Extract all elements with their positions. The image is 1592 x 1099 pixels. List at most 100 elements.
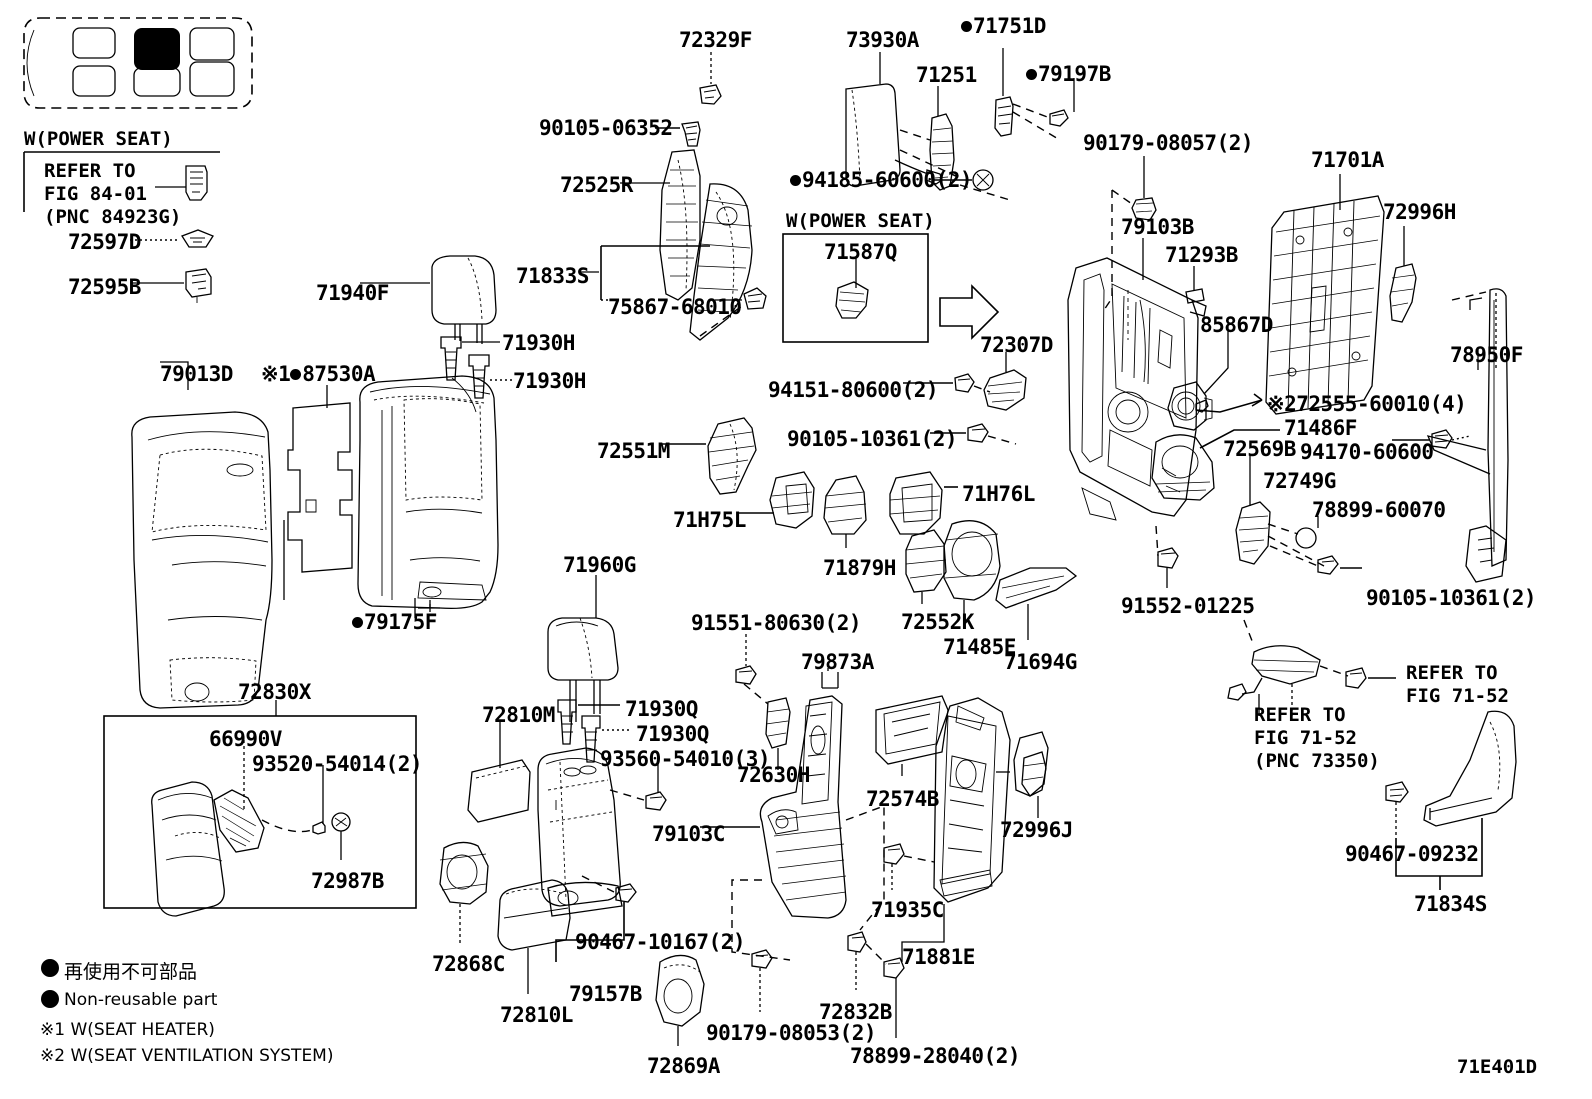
part-number-text: 87530A <box>302 362 376 386</box>
part-label-72869A: 72869A <box>647 1054 720 1078</box>
note-ref: ※1 <box>261 362 291 386</box>
part-label-79157B: 79157B <box>569 982 642 1006</box>
nut-94151-80600 <box>903 373 991 393</box>
part-label-72525R: 72525R <box>560 173 633 197</box>
cover-72996H <box>1389 226 1417 323</box>
refer-box-pnc-73350: REFER TO FIG 71-52 (PNC 73350) <box>1254 704 1380 773</box>
trim-71H75L <box>738 471 815 529</box>
part-label-91552-01225: 91552-01225 <box>1121 594 1255 618</box>
part-label-78950F: 78950F <box>1450 343 1523 367</box>
part-number-text: 79175F <box>364 610 437 634</box>
part-label-90179-080532: 90179-08053(2) <box>706 1021 877 1045</box>
seat-frame-79103B <box>1067 238 1207 521</box>
trim-71879H <box>823 475 867 548</box>
part-number-text: 94185-60600(2) <box>802 168 973 192</box>
bracket-71833S-group <box>580 245 767 337</box>
part-label-71930Q: 71930Q <box>636 722 709 746</box>
power-seat-box-center-graphic <box>782 233 929 343</box>
part-label-72597D: 72597D <box>68 230 141 254</box>
part-label-71935C: 71935C <box>871 898 944 922</box>
part-label-90467-09232: 90467-09232 <box>1345 842 1479 866</box>
part-number-text: 79197B <box>1038 62 1111 86</box>
headrest-71960G <box>547 575 619 722</box>
cap-72868C <box>439 841 489 944</box>
part-label-272555-600104: ※272555-60010(4) <box>1267 392 1467 416</box>
part-label-94170-60600: 94170-60600 <box>1300 440 1434 464</box>
trim-72552K <box>905 529 947 604</box>
part-label-93560-540103: 93560-54010(3) <box>600 747 771 771</box>
clip-72329F <box>699 52 722 105</box>
panel-72574B <box>875 695 949 776</box>
part-label-66990V: 66990V <box>209 727 282 751</box>
part-label-71751D: 71751D <box>961 14 1046 38</box>
nonreusable-marker-icon <box>352 617 363 628</box>
part-label-79103B: 79103B <box>1121 215 1194 239</box>
legend-note-2: ※2 W(SEAT VENTILATION SYSTEM) <box>40 1046 334 1066</box>
seat-back-pad-79175F <box>357 375 499 618</box>
clip-72630H <box>743 683 791 770</box>
panel-72996J <box>901 697 1011 962</box>
power-seat-bracket-left <box>23 151 220 303</box>
part-label-72749G: 72749G <box>1263 469 1336 493</box>
armrest-pad-72810M <box>467 722 531 823</box>
part-label-71940F: 71940F <box>316 281 389 305</box>
part-label-71H76L: 71H76L <box>962 482 1035 506</box>
clip-72869A <box>655 954 705 1046</box>
grommet-72832B <box>847 931 867 990</box>
nut-90179-08053 <box>751 949 773 1012</box>
part-label-71485E: 71485E <box>943 635 1016 659</box>
bolt-90105-10361-center <box>930 423 1017 445</box>
part-label-71930H: 71930H <box>513 369 586 393</box>
trim-71694G <box>995 567 1078 640</box>
part-label-71833S: 71833S <box>516 264 589 288</box>
hinge-71251 <box>899 86 955 191</box>
part-label-79103C: 79103C <box>652 822 725 846</box>
refer-box-upper-right: REFER TO FIG 71-52 <box>1406 662 1509 708</box>
screw-78899-28040 <box>865 943 905 1038</box>
bracket-72307D <box>983 352 1027 411</box>
armrest-72810L <box>537 747 623 917</box>
bracket-71881E <box>1013 731 1049 797</box>
marker-79873A <box>821 656 839 689</box>
module-73930A <box>845 52 961 187</box>
armrest-inset-box <box>103 700 417 917</box>
part-label-72987B: 72987B <box>311 869 384 893</box>
legend-dot-jp <box>41 959 59 977</box>
part-label-91551-806302: 91551-80630(2) <box>691 611 862 635</box>
part-label-72329F: 72329F <box>679 28 752 52</box>
screw-91552-01225 <box>1155 525 1179 588</box>
nonreusable-marker-icon <box>961 21 972 32</box>
legend-nonreusable-en: Non-reusable part <box>64 990 218 1010</box>
part-label-79175F: 79175F <box>352 610 437 634</box>
cap-72996J-piece <box>1021 751 1047 818</box>
part-label-71486F: 71486F <box>1284 416 1357 440</box>
part-label-79873A: 79873A <box>801 650 874 674</box>
clip-71751D <box>994 48 1061 141</box>
part-label-90105-103612: 90105-10361(2) <box>787 427 958 451</box>
nut-91551-80630 <box>735 634 757 685</box>
screw-71935C <box>883 843 935 890</box>
part-label-72551M: 72551M <box>597 439 670 463</box>
power-seat-refer-lines-left: REFER TO FIG 84-01 (PNC 84923G) <box>44 160 182 229</box>
trim-71485E <box>943 520 1001 628</box>
part-number-text: 71751D <box>973 14 1046 38</box>
part-label-71930H: 71930H <box>502 331 575 355</box>
part-label-90105-06352: 90105-06352 <box>539 116 673 140</box>
nonreusable-marker-icon <box>290 369 302 380</box>
pad-71293B <box>1185 266 1205 304</box>
part-label-90179-080572: 90179-08057(2) <box>1083 131 1254 155</box>
part-label-72810L: 72810L <box>500 1003 573 1027</box>
part-label-71879H: 71879H <box>823 556 896 580</box>
part-label-72832B: 72832B <box>819 1000 892 1024</box>
screw-79197B <box>1012 78 1075 127</box>
part-label-71293B: 71293B <box>1165 243 1238 267</box>
part-label-73930A: 73930A <box>846 28 919 52</box>
seatbelt-78950F <box>1426 288 1509 583</box>
part-label-90467-101672: 90467-10167(2) <box>575 930 746 954</box>
part-label-71251: 71251 <box>916 63 977 87</box>
grommet-90179-08057 <box>1103 156 1157 311</box>
part-label-85867D: 85867D <box>1200 313 1273 337</box>
seat-position-map-graphic <box>23 17 253 109</box>
